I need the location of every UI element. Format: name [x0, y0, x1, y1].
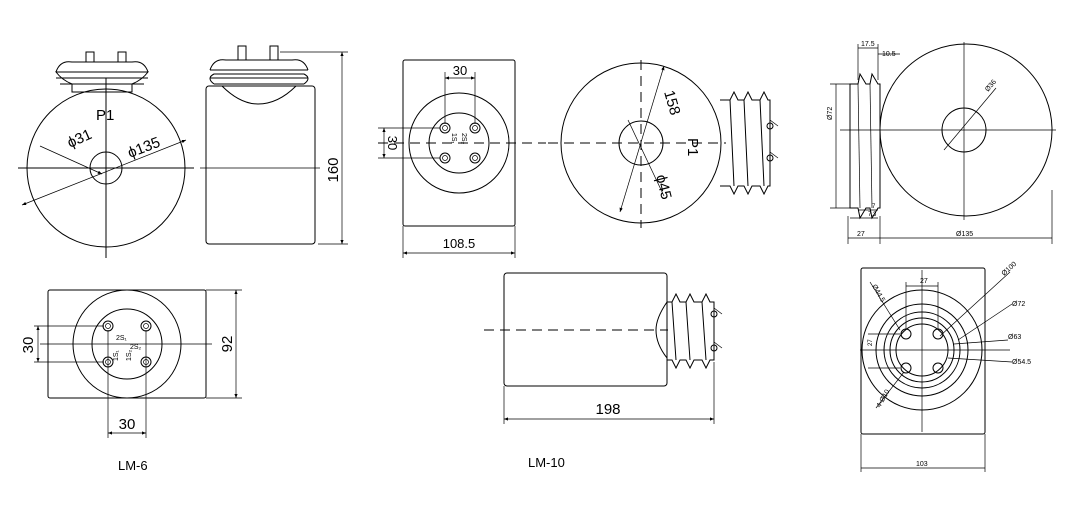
lm6-side-body	[205, 85, 316, 245]
lm10-side-view: 198 LM-10	[484, 272, 723, 470]
lm6-bolt-h-dim: 30	[119, 416, 136, 433]
lm10-width-label: 108.5	[443, 236, 476, 251]
lm10-wind-b: 2S₂	[460, 133, 467, 145]
lm6-side-view: 160	[200, 45, 348, 245]
detail-top-b: 10.5	[882, 51, 896, 58]
lm10-bolt-h-dim: 30	[453, 63, 467, 78]
flange-side-dim: 27	[868, 339, 874, 346]
lm10-outer-dia-label: 158	[660, 88, 683, 117]
detail-front-dia: Ø135	[956, 231, 973, 238]
lm10-inner-dia-label: ϕ45	[652, 173, 675, 201]
lm6-wind-2s1: 2S₁	[116, 335, 128, 342]
detail-gap-a: 7	[872, 204, 876, 210]
lm6-width-label: 92	[219, 336, 236, 353]
detail-top-a: 17.5	[861, 41, 875, 48]
lm6-wind-1s1: 1S₁	[113, 349, 120, 361]
detail-flange-body	[860, 267, 986, 435]
lm6-height-label: 160	[325, 157, 342, 182]
flange-d44: Ø44.5	[870, 284, 886, 304]
detail-base-dim: 27	[857, 231, 865, 238]
lm10-length-label: 198	[595, 401, 620, 418]
lm10-bolt-v-dim: 30	[385, 136, 400, 150]
lm6-inner-dia-label: ϕ31	[65, 126, 95, 152]
detail-flange-view: 27 27 Ø100 Ø72 Ø63 Ø54.5 Ø44.5 4-Ø10 103	[860, 261, 1031, 472]
lm10-terminal-label: P1	[684, 138, 701, 156]
lm6-front-view: P1 ϕ31 ϕ135	[18, 51, 194, 258]
lm6-model-label: LM-6	[118, 458, 148, 473]
flange-d100: Ø100	[1001, 261, 1018, 278]
lm10-wind-a: 1S₁	[450, 133, 457, 145]
lm6-outer-dia-label: ϕ135	[125, 134, 162, 162]
flange-d72: Ø72	[1012, 301, 1025, 308]
flange-d63: Ø63	[1008, 334, 1021, 341]
detail-front-hole-dia: Ø36	[984, 79, 998, 94]
lm6-bolt-v-dim: 30	[20, 337, 37, 354]
lm6-bottom-view: 1S₁ 2S₁ 2S₂ 1S₂ 30 30 92 LM-6	[20, 289, 242, 473]
flange-width-dim: 103	[916, 461, 928, 468]
detail-side-dia: Ø72	[827, 107, 834, 120]
lm6-wind-1s2: 1S₂	[126, 349, 133, 361]
lm10-model-label: LM-10	[528, 455, 565, 470]
lm6-terminal-label: P1	[96, 107, 114, 124]
flange-top-dim: 27	[920, 278, 928, 285]
lm6-wind-2s2: 2S₂	[130, 344, 142, 351]
lm10-terminal-view: 1S₁ 2S₂ 30 30 108.5	[378, 59, 546, 258]
flange-holes-label: 4-Ø10	[876, 389, 892, 409]
detail-gap-b: 7.3	[868, 212, 877, 218]
flange-d54: Ø54.5	[1012, 359, 1031, 366]
lm10-front-view: 158 P1 ϕ45	[548, 60, 779, 228]
detail-side-view: 17.5 10.5 Ø72 7 7.3 27 Ø135 Ø36	[827, 41, 1056, 244]
